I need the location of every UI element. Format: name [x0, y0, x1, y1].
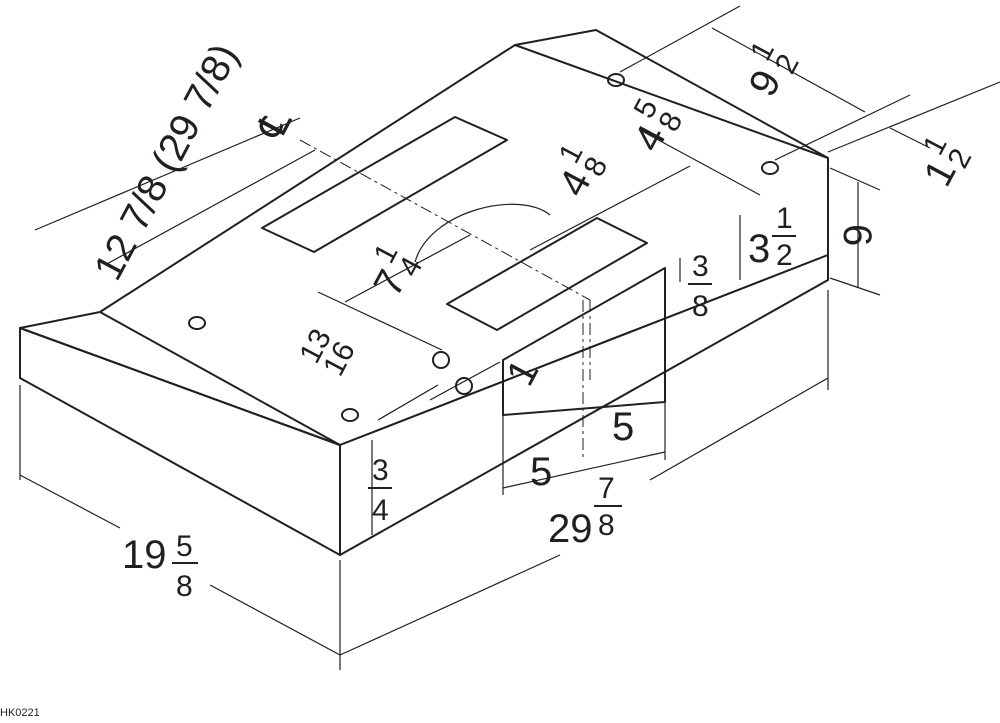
back-height-den: 2	[776, 239, 793, 272]
back-height-label: 3 1 2	[748, 202, 796, 272]
half-left-label: 5	[530, 450, 552, 494]
keyhole-ext-a	[619, 5, 741, 73]
back-edge-dim	[889, 127, 931, 149]
centerline-dim-line	[34, 117, 301, 231]
back-edge-ext	[827, 81, 1000, 153]
wire-knockout-hole	[432, 351, 450, 369]
back-offset-den: 8	[692, 290, 709, 323]
keyhole-slot	[607, 73, 625, 87]
depth-whole: 19	[122, 533, 167, 577]
width-den: 8	[598, 509, 615, 542]
width-num: 7	[598, 472, 615, 505]
height-ext-bottom	[829, 277, 881, 296]
back-offset-num: 3	[692, 250, 709, 283]
depth-dim-line-2	[209, 584, 341, 656]
knockout-offset-ext	[317, 291, 443, 351]
figure-code: HK0221	[0, 707, 40, 719]
back-offset-label: 3 8	[688, 250, 712, 323]
back-edge-label: 1 1 2	[916, 130, 979, 193]
front-offset-num: 3	[372, 454, 389, 487]
hood-back-bevel	[514, 44, 829, 159]
centerline-symbol: ℄	[249, 103, 301, 147]
width-whole: 29	[548, 507, 593, 551]
width-dim-line	[339, 554, 561, 656]
knockout-offset-dim	[344, 234, 471, 303]
centerline-dim-ext	[104, 149, 316, 266]
keyhole-dim-line	[711, 27, 866, 113]
keyhole-slot	[188, 316, 206, 330]
height-ext-top	[829, 167, 881, 191]
back-height-whole: 3	[748, 227, 770, 271]
keyhole-spacing-den: 2	[769, 49, 806, 79]
knockout-front-dim-b	[429, 361, 501, 401]
keyhole-ext-b	[774, 94, 911, 161]
front-offset-den: 4	[372, 494, 389, 527]
vent-panel-back	[261, 116, 508, 253]
back-height-num: 1	[776, 202, 793, 235]
half-labels: 5 5	[530, 405, 634, 494]
depth-num: 5	[176, 530, 193, 563]
keyhole-spacing-label: 9 1 2	[741, 36, 806, 104]
knockout-front-dim	[377, 384, 439, 421]
vent-panel-mid	[446, 217, 648, 331]
hood-front-rim	[19, 327, 341, 446]
dimension-lines	[19, 5, 1000, 670]
keyhole-slot	[341, 408, 359, 422]
depth-den: 8	[176, 570, 193, 603]
centerline	[299, 139, 591, 301]
duct-arc	[414, 203, 551, 263]
front-offset-label: 3 4	[368, 454, 392, 527]
duct-a-dim-line	[529, 165, 691, 251]
depth-label: 19 5 8	[122, 530, 198, 603]
depth-dim-line	[19, 474, 121, 529]
keyhole-slots	[188, 73, 779, 422]
hood-bevel-line	[99, 311, 341, 446]
half-right-label: 5	[612, 405, 634, 449]
width-dim-line-2	[649, 377, 829, 481]
keyhole-slot	[761, 161, 779, 175]
duct-b-dim-line	[639, 129, 761, 196]
height-label: 6	[835, 224, 879, 246]
width-label: 29 7 8	[548, 472, 622, 551]
half-dim-line	[502, 451, 666, 489]
